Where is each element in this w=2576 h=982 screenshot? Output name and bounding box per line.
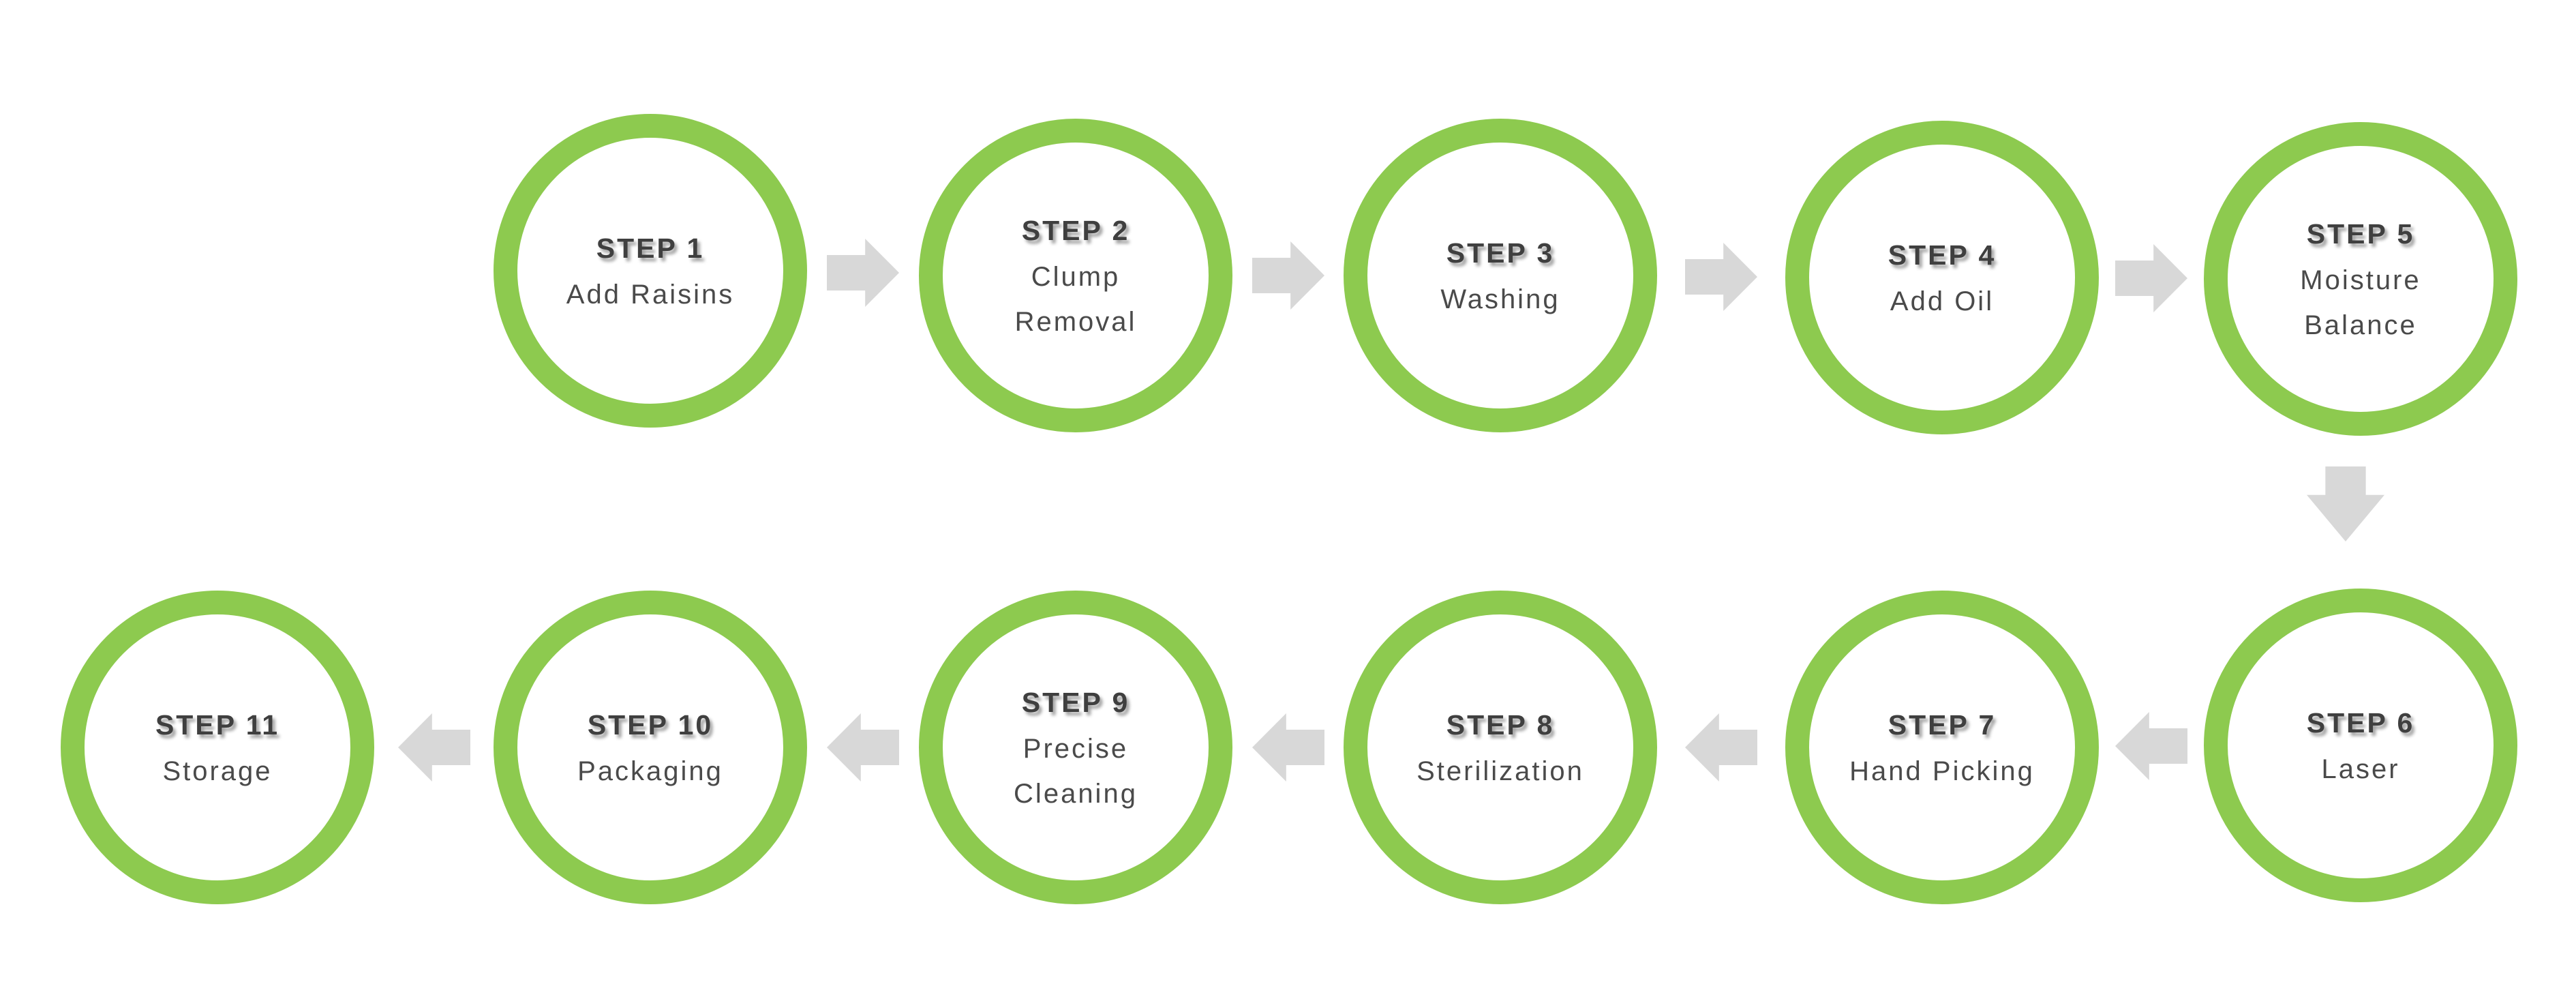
step-circle-7: STEP 7 Hand Picking — [1785, 591, 2099, 904]
step-title: STEP 6 — [2306, 707, 2415, 739]
step-label: Washing — [1440, 284, 1560, 314]
arrow-right-icon — [2115, 244, 2187, 312]
step-label: Packaging — [577, 756, 723, 786]
step-label: Add Oil — [1890, 286, 1995, 316]
step-title: STEP 1 — [596, 233, 705, 264]
step-circle-5: STEP 5 Moisture Balance — [2204, 122, 2517, 436]
step-title: STEP 5 — [2306, 218, 2415, 250]
step-circle-2: STEP 2 Clump Removal — [919, 119, 1232, 432]
step-circle-8: STEP 8 Sterilization — [1344, 591, 1657, 904]
step-circle-1: STEP 1 Add Raisins — [494, 114, 807, 428]
step-title: STEP 7 — [1888, 709, 1997, 741]
arrow-right-icon — [1252, 241, 1324, 310]
step-circle-11: STEP 11 Storage — [61, 591, 374, 904]
step-title: STEP 10 — [587, 709, 714, 741]
arrow-left-icon — [1252, 713, 1324, 782]
arrow-right-icon — [827, 239, 899, 307]
step-label: Add Raisins — [566, 280, 735, 310]
step-title: STEP 3 — [1446, 237, 1555, 269]
step-title: STEP 9 — [1021, 687, 1130, 718]
step-label: Clump Removal — [1014, 262, 1137, 337]
arrow-left-icon — [827, 713, 899, 782]
step-title: STEP 4 — [1888, 239, 1997, 271]
step-circle-4: STEP 4 Add Oil — [1785, 121, 2099, 434]
arrow-right-icon — [1685, 243, 1757, 311]
step-circle-6: STEP 6 Laser — [2204, 589, 2517, 902]
step-label: Laser — [2321, 754, 2400, 784]
step-circle-9: STEP 9 Precise Cleaning — [919, 591, 1232, 904]
step-label: Sterilization — [1416, 756, 1584, 786]
arrow-down-icon — [2307, 466, 2384, 541]
arrow-left-icon — [2115, 712, 2187, 780]
step-label: Moisture Balance — [2300, 265, 2421, 340]
step-label: Hand Picking — [1849, 756, 2035, 786]
step-title: STEP 8 — [1446, 709, 1555, 741]
step-label: Precise Cleaning — [1014, 734, 1138, 809]
step-circle-3: STEP 3 Washing — [1344, 119, 1657, 432]
step-title: STEP 2 — [1021, 215, 1130, 246]
arrow-left-icon — [1685, 713, 1757, 782]
step-title: STEP 11 — [155, 709, 280, 741]
step-circle-10: STEP 10 Packaging — [494, 591, 807, 904]
arrow-left-icon — [398, 713, 470, 782]
step-label: Storage — [162, 756, 273, 786]
